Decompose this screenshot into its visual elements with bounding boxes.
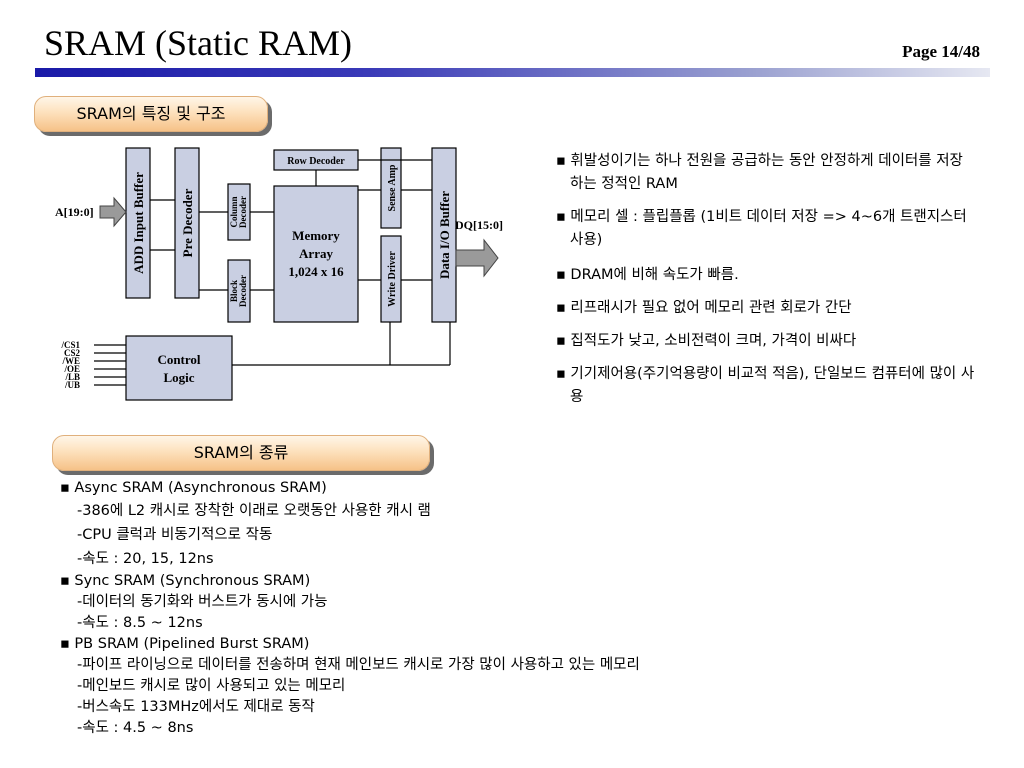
feature-item: ▪ DRAM에 비해 속도가 빠름. [556,267,739,283]
type-detail: -속도 : 20, 15, 12ns [77,551,214,567]
memory-array-block [273,185,359,323]
pre-decoder-block [174,147,200,299]
data-io-buffer-block [431,147,457,323]
signal-lb: /LB [64,372,80,382]
block-decoder-block [227,259,251,323]
column-decoder-label-1: Column [229,196,239,227]
page-number: Page 14/48 [902,42,980,61]
column-decoder-label-2: Decoder [238,196,248,228]
addr-input-arrow [99,196,127,228]
sense-amp-block [380,147,402,229]
section-features-label: SRAM의 특징 및 구조 [34,96,268,132]
sense-amp-label: Sense Amp [387,164,398,211]
feature-item: ▪ 집적도가 낮고, 소비전력이 크며, 가격이 비싸다 [556,333,857,349]
control-logic-block [125,335,233,401]
type-detail: -버스속도 133MHz에서도 제대로 동작 [77,699,315,715]
feature-item: ▪ 메모리 셀 : 플립플롭 (1비트 데이터 저장 => 4~6개 트랜지스터… [556,209,967,248]
memory-array-label-1: Memory [292,228,340,243]
block-decoder-label-2: Decoder [238,275,248,307]
feature-item: ▪ 기기제어용(주기억용량이 비교적 적음), 단일보드 컴퓨터에 많이 사용 [556,366,975,405]
type-detail: -데이터의 동기화와 버스트가 동시에 가능 [77,594,328,610]
signal-cs1: /CS1 [60,340,80,350]
signal-oe: /OE [63,364,80,374]
signal-cs2: CS2 [64,348,81,358]
write-driver-block [380,235,402,323]
row-decoder-label: Row Decoder [287,156,345,167]
write-driver-label: Write Driver [387,251,398,307]
add-input-buffer-label: ADD Input Buffer [131,172,146,274]
block-decoder-label-1: Block [229,280,239,302]
signal-ub: /UB [64,380,80,390]
dq-output-label: DQ[15:0] [455,218,503,232]
type-detail: -속도 : 8.5 ~ 12ns [77,615,203,631]
type-detail: -메인보드 캐시로 많이 사용되고 있는 메모리 [77,678,346,694]
type-detail: -386에 L2 캐시로 장착한 이래로 오랫동안 사용한 캐시 램 [77,503,431,519]
sram-block-diagram: A[19:0] DQ[15:0] ADD Input Buffer Pre De… [55,147,503,401]
type-detail: -속도 : 4.5 ~ 8ns [77,720,194,736]
data-io-buffer-label: Data I/O Buffer [437,191,452,279]
title-divider [35,68,990,77]
type-title-async: ▪ Async SRAM (Asynchronous SRAM) [60,480,327,496]
type-detail: -파이프 라이닝으로 데이터를 전송하며 현재 메인보드 캐시로 가장 많이 사… [77,657,640,673]
memory-array-label-3: 1,024 x 16 [288,264,344,279]
feature-list: ▪ 휘발성이기는 하나 전원을 공급하는 동안 안정하게 데이터를 저장하는 정… [556,150,976,419]
add-input-buffer-block [125,147,151,299]
section-types-label: SRAM의 종류 [52,435,430,471]
pre-decoder-label: Pre Decoder [180,188,195,257]
control-logic-label-2: Logic [163,370,194,385]
feature-item: ▪ 휘발성이기는 하나 전원을 공급하는 동안 안정하게 데이터를 저장하는 정… [556,153,963,192]
dq-output-arrow [455,238,499,278]
memory-array-label-2: Array [299,246,333,261]
type-detail: -CPU 클럭과 비동기적으로 작동 [77,527,273,543]
type-title-sync: ▪ Sync SRAM (Synchronous SRAM) [60,573,311,589]
feature-item: ▪ 리프래시가 필요 없어 메모리 관련 회로가 간단 [556,300,852,316]
signal-we: /WE [61,356,80,366]
sram-types-list: ▪ Async SRAM (Asynchronous SRAM) -386에 L… [60,478,640,739]
page-title: SRAM (Static RAM) [44,23,353,63]
addr-input-label: A[19:0] [55,205,94,219]
control-logic-label-1: Control [157,352,200,367]
type-title-pb: ▪ PB SRAM (Pipelined Burst SRAM) [60,636,310,652]
